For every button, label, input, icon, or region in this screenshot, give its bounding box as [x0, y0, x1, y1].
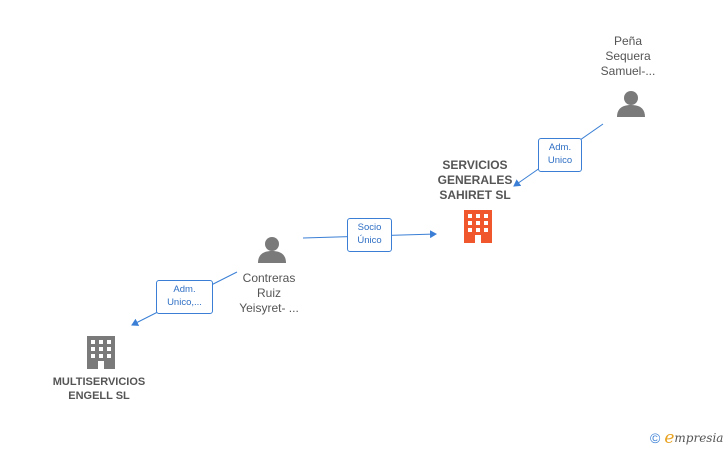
- edge-label-line: Adm.: [548, 142, 572, 153]
- edge-label-line: Unico: [547, 155, 573, 166]
- node-label-servicios[interactable]: SERVICIOS GENERALES SAHIRET SL: [420, 158, 530, 203]
- building-icon[interactable]: [464, 210, 492, 243]
- node-label-line: GENERALES: [437, 173, 513, 187]
- node-label-line: Yeisyret- ...: [239, 301, 299, 315]
- node-label-line: SAHIRET SL: [439, 188, 511, 202]
- node-label-line: SERVICIOS: [442, 158, 508, 172]
- edge-label-line: Único: [357, 235, 382, 246]
- node-label-line: Sequera: [605, 49, 651, 63]
- brand-name: mpresia: [674, 431, 724, 445]
- brand-logo[interactable]: © e mpresia: [650, 428, 723, 448]
- node-label-line: Contreras: [242, 271, 296, 285]
- copyright-icon: ©: [650, 430, 661, 446]
- node-label-multiservicios[interactable]: MULTISERVICIOS ENGELL SL: [44, 375, 154, 403]
- node-label-line: Peña: [613, 34, 643, 48]
- edge-label-contreras-servicios[interactable]: Socio Único: [347, 218, 392, 252]
- edge-label-line: Unico,...: [167, 297, 202, 308]
- edge-label-pena-servicios[interactable]: Adm. Unico: [538, 138, 582, 172]
- edge-label-line: Socio: [357, 222, 382, 233]
- edge-label-line: Adm.: [173, 284, 196, 295]
- brand-e-mark: e: [664, 428, 675, 448]
- node-label-line: Ruiz: [256, 286, 281, 300]
- person-icon[interactable]: [617, 91, 645, 117]
- node-label-line: ENGELL SL: [68, 390, 130, 402]
- node-label-pena[interactable]: Peña Sequera Samuel-...: [588, 34, 668, 79]
- person-icon[interactable]: [258, 237, 286, 263]
- node-label-contreras[interactable]: Contreras Ruiz Yeisyret- ...: [224, 271, 314, 316]
- edge-label-contreras-multi[interactable]: Adm. Unico,...: [156, 280, 213, 314]
- node-label-line: MULTISERVICIOS: [52, 376, 146, 388]
- building-icon[interactable]: [87, 336, 115, 369]
- node-label-line: Samuel-...: [600, 64, 656, 78]
